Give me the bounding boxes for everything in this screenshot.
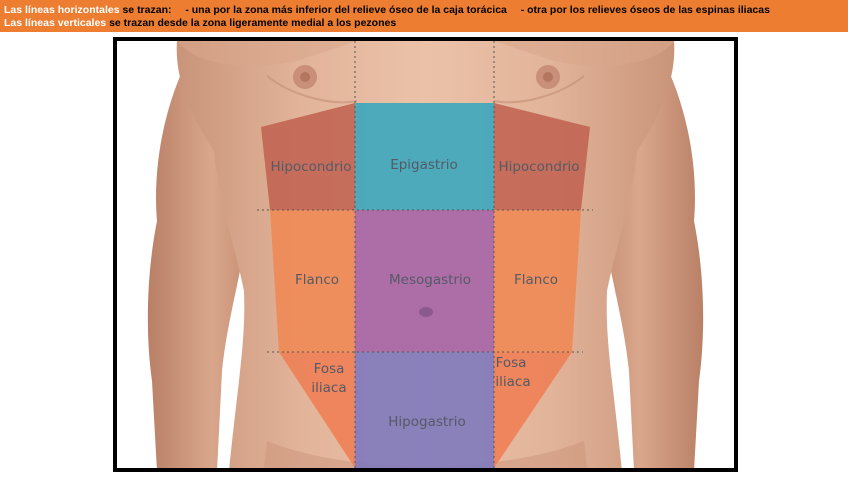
left-iliac-fossa-region (279, 352, 355, 468)
mesogastrium-region (355, 210, 494, 352)
right-flank-region (494, 210, 581, 352)
right-hypochondrium-region (494, 103, 590, 210)
left-hypochondrium-region (261, 103, 355, 210)
left-flank-label: Flanco (295, 272, 339, 288)
right-iliac-fossa-label-line1: Fosa (496, 355, 527, 371)
hypogastrium-label: Hipogastrio (388, 414, 465, 430)
mesogastrium-label: Mesogastrio (389, 272, 471, 288)
abdomen-diagram: Hipocondrio Epigastrio Hipocondrio Flanc… (113, 37, 738, 472)
horizontal-line-item-2: - otra por los relieves óseos de las esp… (520, 4, 770, 16)
left-flank-region (270, 210, 355, 352)
epigastrium-region (355, 103, 494, 210)
right-iliac-fossa-region (494, 352, 572, 468)
right-iliac-fossa-label-line2: iliaca (495, 374, 530, 390)
banner-line-horizontal: Las líneas horizontales se trazan: - una… (4, 4, 770, 16)
horizontal-line-item-1: - una por la zona más inferior del relie… (185, 4, 507, 16)
epigastrium-label: Epigastrio (390, 157, 458, 173)
horizontal-lines-highlight: Las líneas horizontales (4, 4, 120, 16)
vertical-lines-highlight: Las líneas verticales (4, 17, 107, 29)
horizontal-lines-lead: se trazan: (122, 4, 172, 16)
abdominal-regions (261, 103, 590, 468)
hypogastrium-region (355, 352, 494, 468)
torso-illustration: Hipocondrio Epigastrio Hipocondrio Flanc… (147, 41, 704, 468)
left-iliac-fossa-label-line1: Fosa (314, 361, 345, 377)
right-hypochondrium-label: Hipocondrio (498, 159, 579, 175)
navel (419, 307, 433, 317)
left-hypochondrium-label: Hipocondrio (270, 159, 351, 175)
right-flank-label: Flanco (514, 272, 558, 288)
vertical-lines-text: se trazan desde la zona ligeramente medi… (109, 17, 397, 29)
left-iliac-fossa-label-line2: iliaca (311, 380, 346, 396)
instruction-banner: Las líneas horizontales se trazan: - una… (0, 0, 848, 32)
banner-line-vertical: Las líneas verticales se trazan desde la… (4, 17, 396, 29)
